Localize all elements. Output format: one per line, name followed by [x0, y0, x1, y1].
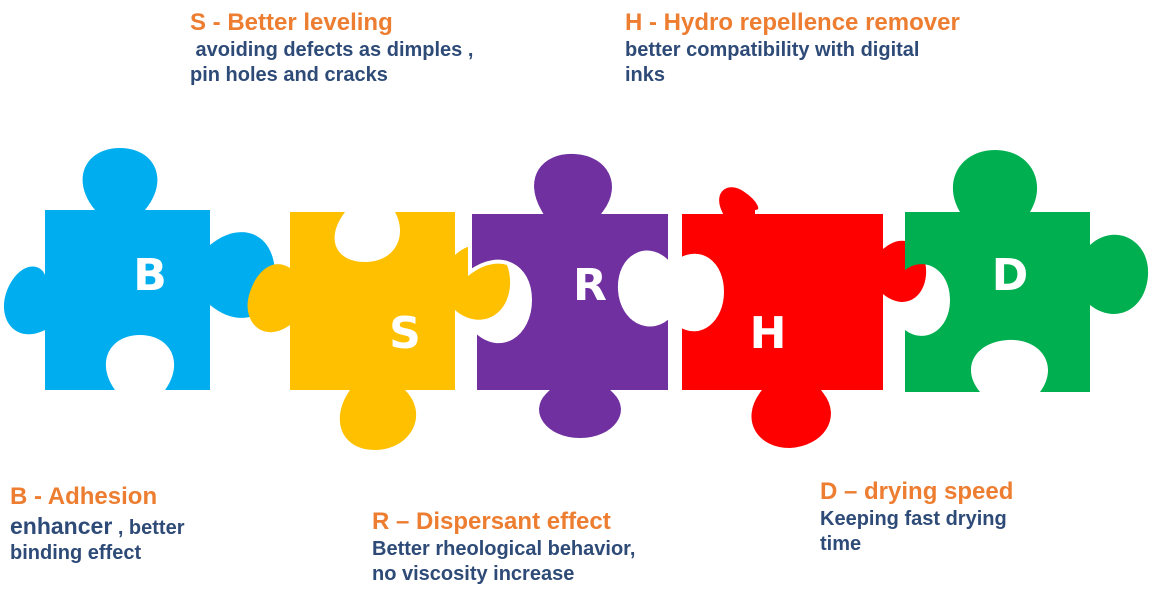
puzzle-piece-d-shape [905, 150, 1149, 392]
callout-d-line2: time [820, 533, 862, 555]
puzzle-piece-b-shape [3, 148, 276, 390]
callout-s-line1: avoiding defects as dimples , [190, 39, 474, 61]
callout-h-title: H - Hydro repellence remover [625, 9, 960, 36]
callout-s-line2: pin holes and cracks [190, 64, 388, 86]
callout-b-line1-large: enhancer [10, 513, 113, 539]
callout-d-title: D – drying speed [820, 478, 1014, 505]
callout-r: R – Dispersant effect Better rheological… [372, 507, 635, 587]
puzzle-piece-h: H [678, 183, 931, 453]
puzzle-piece-h-shape [678, 183, 931, 453]
callout-b-line2: binding effect [10, 542, 142, 564]
callout-h-line1: better compatibility with digital [625, 39, 920, 61]
puzzle-letter-s: S [389, 308, 421, 359]
callout-s: S - Better leveling avoiding defects as … [190, 8, 473, 88]
callout-h-line2: inks [625, 64, 666, 86]
puzzle-letter-h: H [750, 308, 787, 359]
callout-d-line1: Keeping fast drying [820, 508, 1007, 530]
callout-r-title: R – Dispersant effect [372, 508, 611, 535]
puzzle-letter-d: D [992, 250, 1029, 301]
puzzle-letter-b: B [133, 250, 167, 301]
puzzle-piece-r-shape [468, 149, 672, 443]
callout-b-line1-small: , better [112, 517, 185, 539]
callout-h: H - Hydro repellence remover better comp… [625, 8, 960, 88]
puzzle-piece-d: D [905, 150, 1149, 392]
callout-b: B - Adhesion enhancer , better binding e… [10, 482, 185, 566]
callout-r-line1: Better rheological behavior, [372, 538, 636, 560]
puzzle-piece-s-shape [247, 212, 511, 450]
callout-s-title: S - Better leveling [190, 9, 393, 36]
callout-b-title: B - Adhesion [10, 483, 158, 510]
puzzle-piece-s: S [247, 212, 511, 450]
puzzle-piece-b: B [3, 148, 276, 390]
callout-r-line2: no viscosity increase [372, 563, 575, 585]
puzzle-piece-r: R [468, 149, 672, 443]
callout-d: D – drying speed Keeping fast drying tim… [820, 477, 1013, 557]
callout-b-line1: enhancer , better [10, 512, 185, 541]
puzzle-letter-r: R [573, 260, 607, 311]
